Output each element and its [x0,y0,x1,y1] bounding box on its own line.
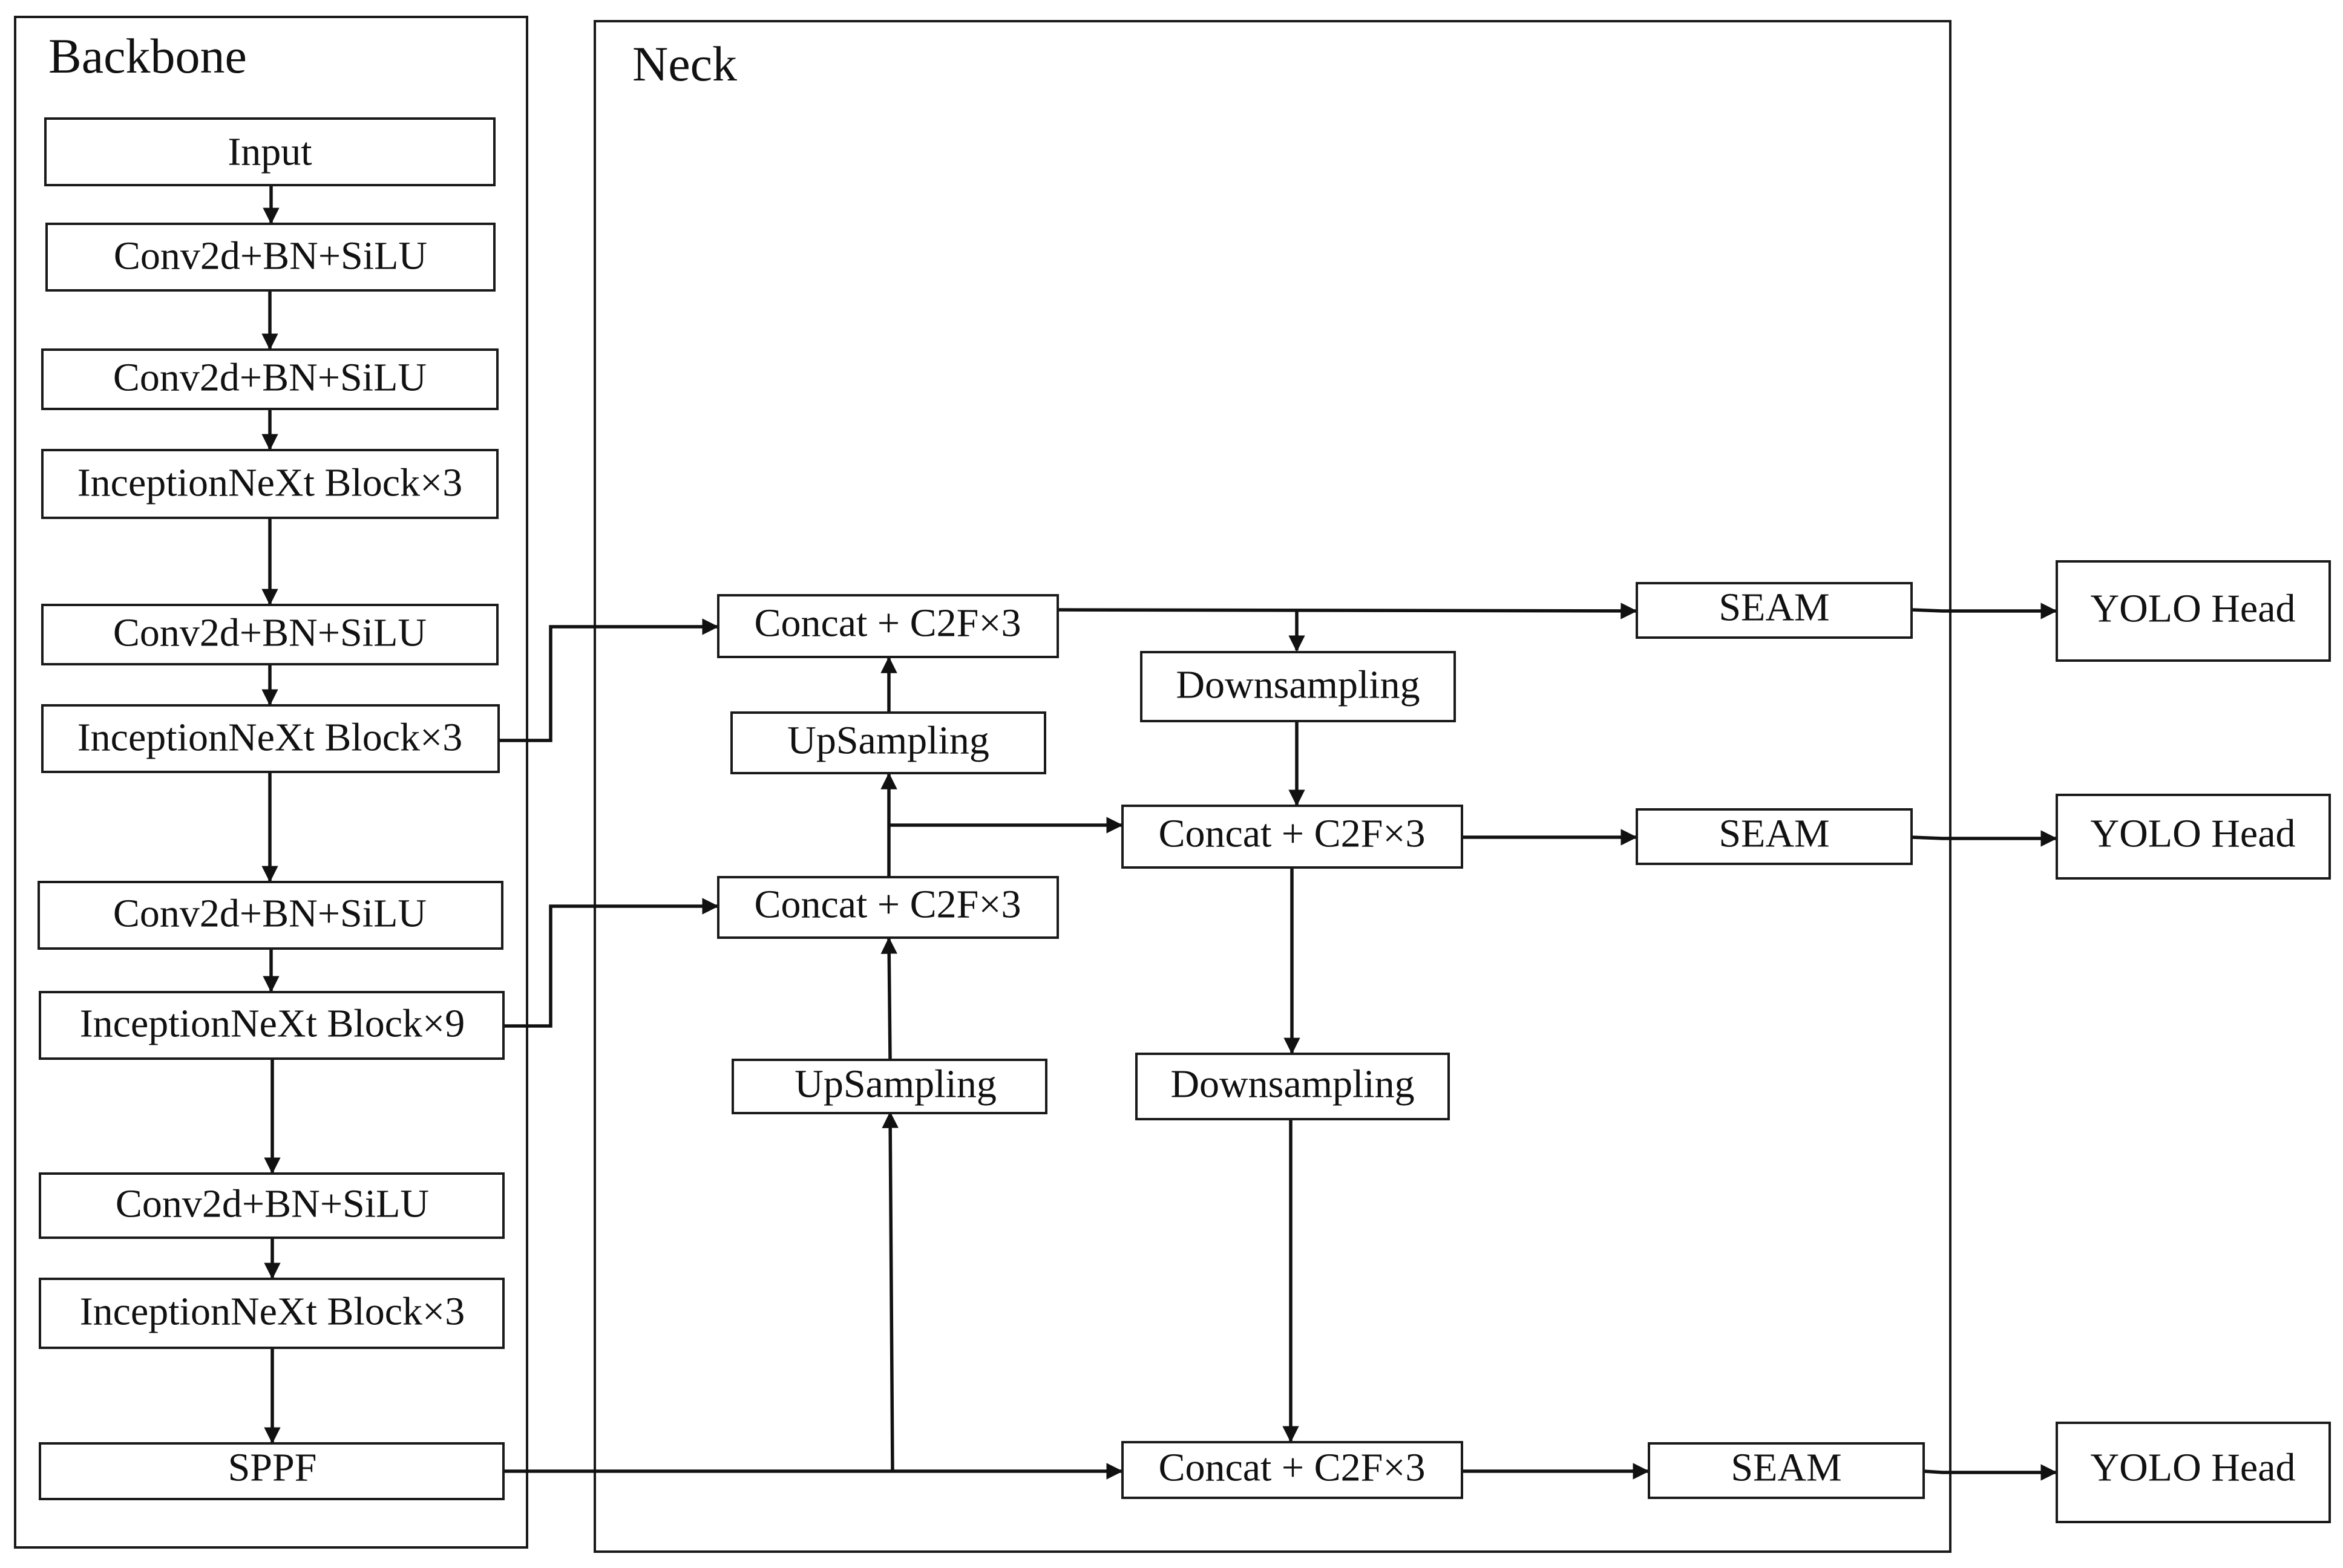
backbone-conv-3-label: Conv2d+BN+SiLU [113,611,427,655]
backbone-input: Input [44,117,496,186]
backbone-title: Backbone [48,28,247,83]
neck-upsampling-top: UpSampling [730,711,1046,774]
backbone-conv-2: Conv2d+BN+SiLU [41,348,499,410]
neck-panel [594,20,1951,1553]
backbone-inception-3: InceptionNeXt Block×9 [39,991,505,1060]
backbone-inception-3-label: InceptionNeXt Block×9 [80,1002,465,1046]
backbone-conv-5: Conv2d+BN+SiLU [39,1172,505,1239]
neck-concat-bottom: Concat + C2F×3 [1121,1441,1463,1499]
backbone-inception-4-label: InceptionNeXt Block×3 [80,1290,465,1334]
backbone-conv-5-label: Conv2d+BN+SiLU [116,1182,429,1226]
backbone-inception-2-label: InceptionNeXt Block×3 [77,716,463,760]
neck-concat-top-label: Concat + C2F×3 [754,601,1021,645]
yolo-head-top: YOLO Head [2056,560,2331,662]
backbone-panel [14,16,528,1549]
backbone-conv-2-label: Conv2d+BN+SiLU [113,356,427,400]
neck-concat-top: Concat + C2F×3 [717,594,1059,658]
neck-downsampling-top: Downsampling [1140,651,1456,722]
backbone-inception-1-label: InceptionNeXt Block×3 [77,461,463,505]
neck-seam-bottom-label: SEAM [1731,1446,1841,1490]
neck-seam-top: SEAM [1636,582,1913,639]
neck-upsampling-top-label: UpSampling [787,719,989,763]
yolo-head-top-label: YOLO Head [2090,587,2295,631]
backbone-inception-2: InceptionNeXt Block×3 [41,704,500,773]
connectors [261,185,2057,1481]
backbone-conv-3: Conv2d+BN+SiLU [41,604,499,665]
neck-seam-top-label: SEAM [1719,586,1829,630]
neck-concat-mid-right-label: Concat + C2F×3 [1158,812,1425,856]
neck-downsampling-top-label: Downsampling [1176,663,1420,707]
yolo-head-mid: YOLO Head [2056,794,2331,880]
backbone-conv-4-label: Conv2d+BN+SiLU [113,892,427,936]
neck-upsampling-bottom-label: UpSampling [795,1062,997,1106]
neck-seam-mid: SEAM [1636,808,1913,865]
neck-concat-mid-left-label: Concat + C2F×3 [754,883,1021,927]
yolo-head-bottom-label: YOLO Head [2090,1446,2295,1490]
backbone-conv-1-label: Conv2d+BN+SiLU [114,234,427,278]
backbone-inception-1: InceptionNeXt Block×3 [41,449,499,519]
backbone-conv-1: Conv2d+BN+SiLU [45,223,496,292]
neck-concat-mid-left: Concat + C2F×3 [717,876,1059,939]
backbone-inception-4: InceptionNeXt Block×3 [39,1278,505,1349]
neck-concat-bottom-label: Concat + C2F×3 [1158,1446,1425,1490]
neck-upsampling-bottom: UpSampling [732,1059,1047,1114]
backbone-sppf: SPPF [39,1442,505,1500]
neck-seam-mid-label: SEAM [1719,812,1829,856]
neck-seam-bottom: SEAM [1648,1442,1925,1499]
yolo-head-bottom: YOLO Head [2056,1422,2331,1523]
neck-concat-mid-right: Concat + C2F×3 [1121,805,1463,869]
neck-downsampling-bottom-label: Downsampling [1170,1062,1414,1106]
neck-title: Neck [632,36,737,91]
backbone-input-label: Input [228,130,312,174]
backbone-conv-4: Conv2d+BN+SiLU [38,881,503,950]
backbone-sppf-label: SPPF [228,1446,317,1490]
yolo-head-mid-label: YOLO Head [2090,812,2295,856]
neck-downsampling-bottom: Downsampling [1135,1053,1450,1120]
